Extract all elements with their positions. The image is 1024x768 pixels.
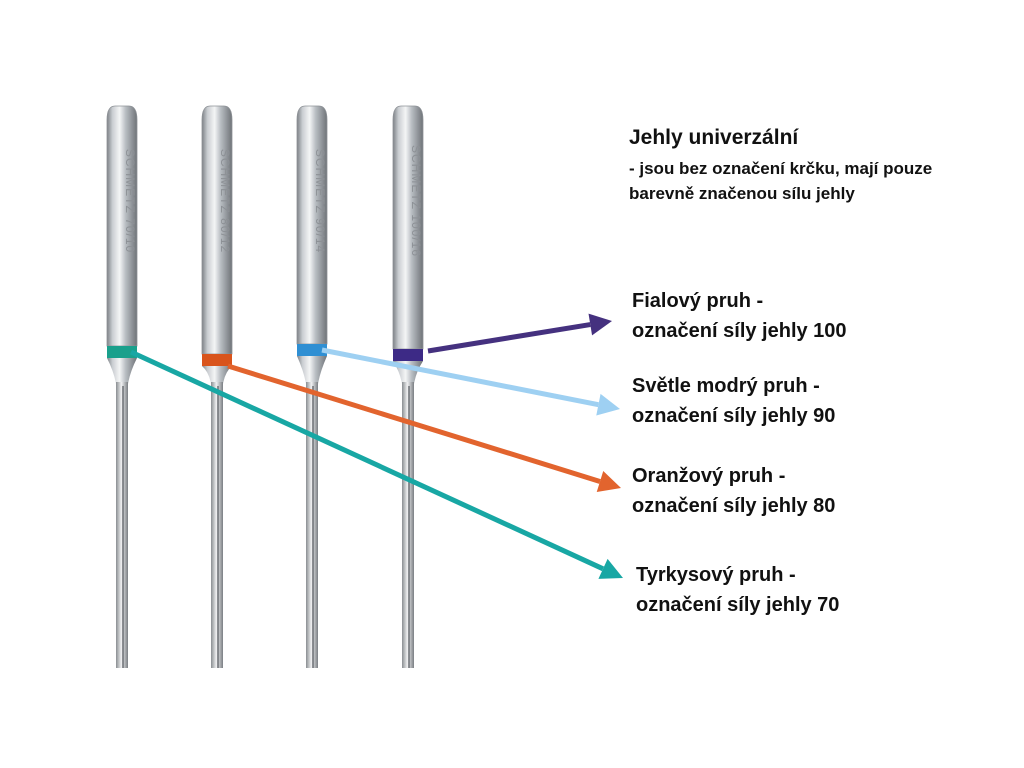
needle-violet: SCHMETZ 100/16 (392, 105, 424, 668)
needle-taper (107, 355, 137, 384)
label-turquoise-70: Tyrkysový pruh - označení síly jehly 70 (636, 560, 839, 620)
color-band-turquoise (107, 346, 137, 358)
label-orange-80: Oranžový pruh - označení síly jehly 80 (632, 461, 835, 521)
needle-stamp: SCHMETZ 80/12 (218, 149, 232, 253)
arrow-violet (427, 313, 612, 354)
arrow-lightblue (321, 347, 620, 416)
label-lightblue-90: Světle modrý pruh - označení síly jehly … (632, 371, 835, 431)
needle-shank (201, 105, 233, 355)
needle-lightblue: SCHMETZ 90/14 (296, 105, 328, 668)
heading-title: Jehly univerzální (629, 126, 799, 149)
label-lightblue-line1: Světle modrý pruh - (632, 375, 820, 397)
needle-orange: SCHMETZ 80/12 (201, 105, 233, 668)
needle-blade (116, 382, 128, 668)
needle-blade (306, 382, 318, 668)
label-violet-100: Fialový pruh - označení síly jehly 100 (632, 286, 847, 346)
label-turquoise-line1: Tyrkysový pruh - (636, 564, 796, 586)
label-lightblue-line2: označení síly jehly 90 (632, 405, 836, 427)
needle-stamp: SCHMETZ 90/14 (313, 149, 327, 253)
needle-shank (296, 105, 328, 345)
heading-description: - jsou bez označení krčku, mají pouze ba… (629, 159, 933, 203)
needle-taper (202, 363, 232, 384)
label-orange-line1: Oranžový pruh - (632, 465, 786, 487)
needle-taper (297, 353, 327, 384)
label-violet-line1: Fialový pruh - (632, 290, 764, 312)
needle-shank (106, 105, 138, 347)
label-orange-line2: označení síly jehly 80 (632, 495, 836, 517)
needle-stamp: SCHMETZ 100/16 (409, 145, 423, 257)
needle-stamp: SCHMETZ 70/10 (123, 149, 137, 253)
label-turquoise-line2: označení síly jehly 70 (636, 594, 840, 616)
needle-blade (211, 382, 223, 668)
label-violet-line2: označení síly jehly 100 (632, 320, 847, 342)
color-band-lightblue (297, 344, 327, 356)
color-band-orange (202, 354, 232, 366)
arrow-orange (227, 363, 621, 492)
needle-turquoise: SCHMETZ 70/10 (106, 105, 138, 668)
needle-shank (392, 105, 424, 350)
arrow-turquoise (129, 349, 623, 579)
needle-blade (402, 382, 414, 668)
color-band-violet (393, 349, 423, 361)
